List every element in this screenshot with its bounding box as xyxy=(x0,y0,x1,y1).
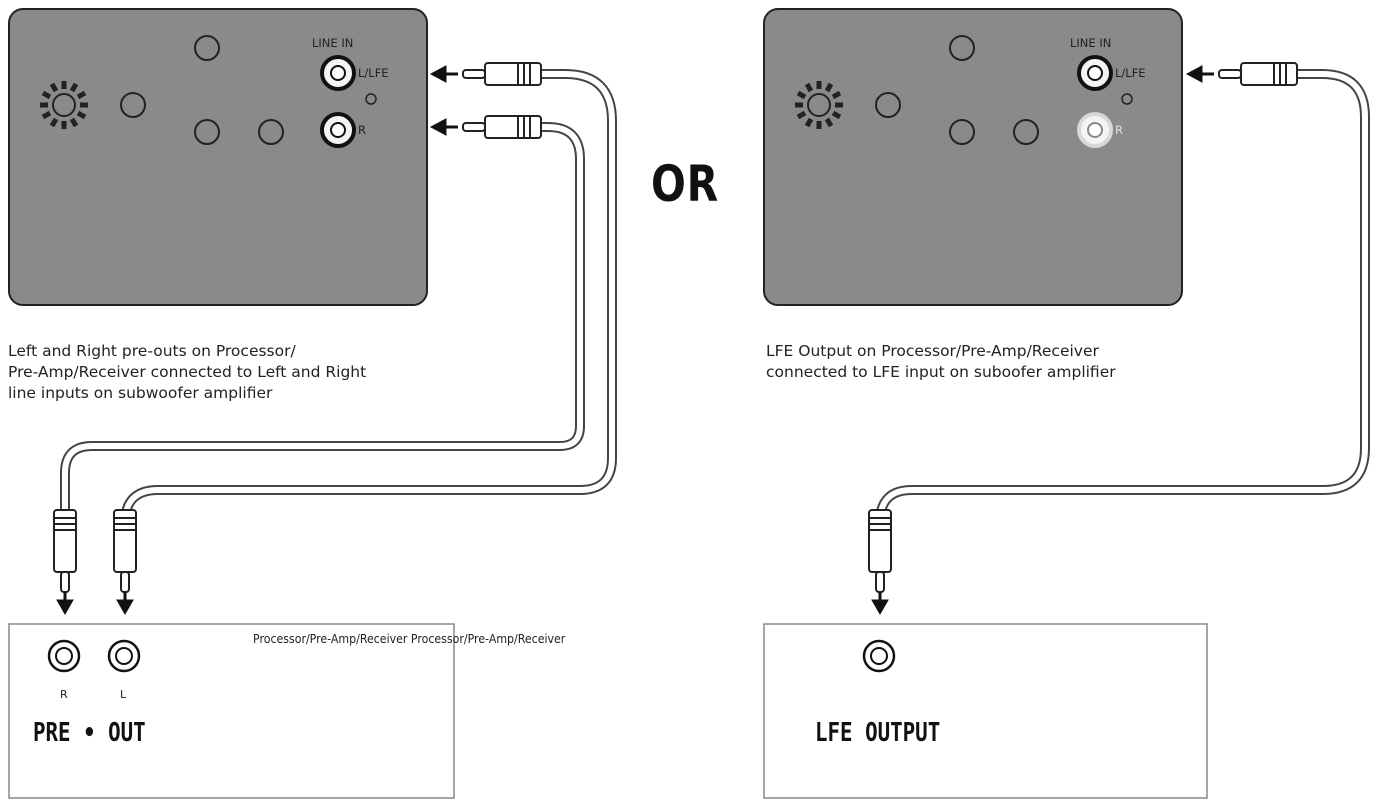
left-caption: Left and Right pre-outs on Processor/ Pr… xyxy=(8,342,367,402)
right-output-arrow xyxy=(871,592,889,616)
receiver-r-label: R xyxy=(60,688,68,701)
right-knob-3 xyxy=(949,119,975,145)
left-knob-1 xyxy=(120,92,146,118)
pre-out-label: PRE • OUT xyxy=(33,718,146,748)
left-line-in-label: LINE IN xyxy=(312,36,353,50)
right-receiver-box xyxy=(763,623,1208,799)
right-input-arrow xyxy=(1185,65,1214,83)
left-bottom-plugs xyxy=(53,509,137,593)
left-knob-2 xyxy=(194,35,220,61)
right-bottom-plug xyxy=(868,509,892,593)
right-subwoofer-panel: LINE IN L/LFE R xyxy=(763,8,1183,306)
left-llfe-label: L/LFE xyxy=(358,66,389,80)
left-receiver-box: R L xyxy=(8,623,455,799)
right-line-in-label: LINE IN xyxy=(1070,36,1111,50)
left-cables xyxy=(60,69,617,550)
right-knob-2 xyxy=(949,35,975,61)
left-led-indicator xyxy=(365,93,377,105)
right-led-indicator xyxy=(1121,93,1133,105)
or-label: OR xyxy=(651,155,720,213)
receiver-l-label: L xyxy=(120,688,127,701)
left-output-arrows xyxy=(56,592,134,616)
left-subwoofer-panel: LINE IN L/LFE R xyxy=(8,8,428,306)
right-cable xyxy=(875,69,1370,550)
right-knob-4 xyxy=(1013,119,1039,145)
right-top-plug xyxy=(1218,62,1298,86)
right-r-label: R xyxy=(1115,123,1123,137)
left-r-label: R xyxy=(358,123,366,137)
device-label: Processor/Pre-Amp/Receiver Processor/Pre… xyxy=(253,631,566,646)
right-llfe-label: L/LFE xyxy=(1115,66,1146,80)
left-input-arrows xyxy=(429,65,458,136)
right-knob-1 xyxy=(875,92,901,118)
left-top-plugs xyxy=(462,62,542,139)
left-knob-3 xyxy=(194,119,220,145)
right-caption: LFE Output on Processor/Pre-Amp/Receiver… xyxy=(766,342,1116,381)
left-knob-4 xyxy=(258,119,284,145)
lfe-output-label: LFE OUTPUT xyxy=(815,718,941,748)
